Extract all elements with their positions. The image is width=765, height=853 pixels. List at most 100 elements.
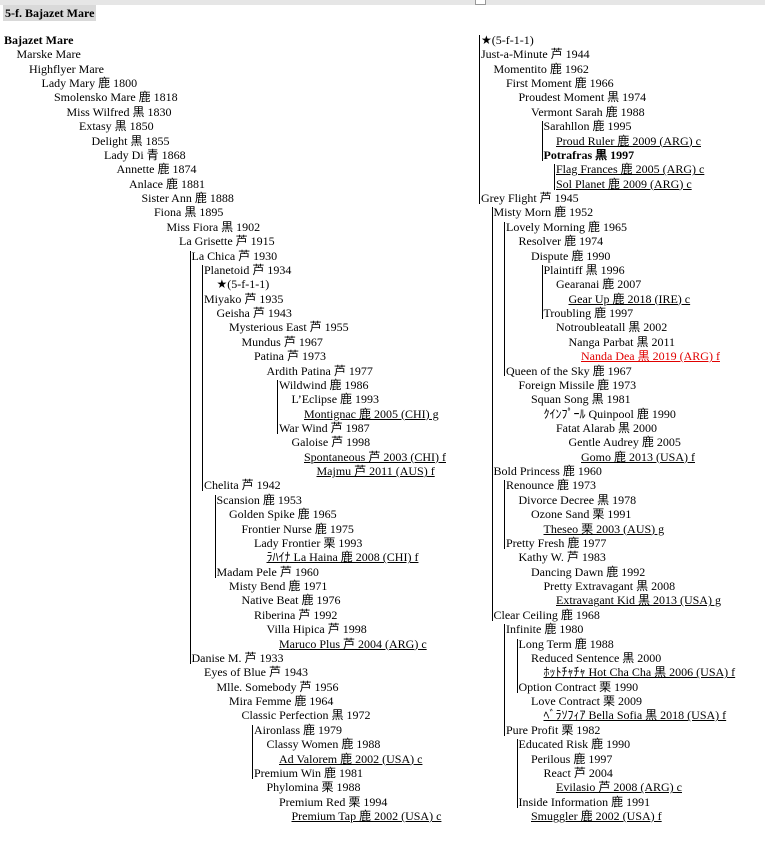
pedigree-entry: Inside Information 鹿 1991 bbox=[518, 794, 651, 809]
pedigree-entry: Mysterious East 芦 1955 bbox=[229, 320, 349, 335]
pedigree-entry: ★(5-f-1-1) bbox=[216, 277, 270, 292]
pedigree-entry: Proudest Moment 黒 1974 bbox=[518, 90, 647, 105]
pedigree-entry: Madam Pele 芦 1960 bbox=[216, 564, 319, 579]
pedigree-entry: Classy Women 鹿 1988 bbox=[266, 737, 381, 752]
pedigree-entry: Pure Profit 栗 1982 bbox=[506, 722, 601, 737]
pedigree-entry: Fiona 黒 1895 bbox=[154, 205, 224, 220]
pedigree-entry: Premium Win 鹿 1981 bbox=[254, 765, 363, 780]
pedigree-entry: Miss Wilfred 黒 1830 bbox=[66, 104, 172, 119]
pedigree-entry: Dispute 鹿 1990 bbox=[531, 248, 611, 263]
pedigree-entry: Queen of the Sky 鹿 1967 bbox=[506, 363, 632, 378]
pedigree-leaf-entry: Montignac 鹿 2005 (CHI) g bbox=[304, 406, 439, 421]
pedigree-entry: Option Contract 栗 1990 bbox=[518, 679, 639, 694]
sibling-bracket-line bbox=[504, 624, 505, 736]
sibling-bracket-line bbox=[491, 207, 493, 621]
pedigree-entry: Clear Ceiling 鹿 1968 bbox=[493, 607, 600, 622]
pedigree-entry: Anlace 鹿 1881 bbox=[129, 176, 205, 191]
pedigree-entry: Pretty Extravagant 黒 2008 bbox=[543, 579, 676, 594]
pedigree-leaf-entry: Maruco Plus 芦 2004 (ARG) c bbox=[279, 636, 427, 651]
pedigree-entry: La Grisette 芦 1915 bbox=[179, 234, 275, 249]
sibling-bracket-line bbox=[479, 35, 480, 205]
pedigree-entry: Sarahllon 鹿 1995 bbox=[543, 119, 632, 134]
pedigree-leaf-entry: Majmu 芦 2011 (AUS) f bbox=[316, 464, 435, 479]
pedigree-entry: Mira Femme 鹿 1964 bbox=[229, 694, 334, 709]
pedigree-entry: Vermont Sarah 鹿 1988 bbox=[531, 104, 645, 119]
sibling-bracket-line bbox=[541, 264, 543, 320]
pedigree-entry: Long Term 鹿 1988 bbox=[518, 636, 614, 651]
pedigree-leaf-entry: Ad Valorem 鹿 2002 (USA) c bbox=[279, 751, 423, 766]
pedigree-entry: Ozone Sand 栗 1991 bbox=[531, 507, 632, 522]
pedigree-entry: Chelita 芦 1942 bbox=[204, 478, 281, 493]
pedigree-entry: Just-a-Minute 芦 1944 bbox=[481, 47, 590, 62]
pedigree-entry: Villa Hipica 芦 1998 bbox=[266, 622, 367, 637]
pedigree-leaf-entry: Proud Ruler 鹿 2009 (ARG) c bbox=[556, 133, 701, 148]
pedigree-entry: Highflyer Mare bbox=[29, 61, 104, 76]
pedigree-entry: Golden Spike 鹿 1965 bbox=[229, 507, 337, 522]
pedigree-entry: Pretty Fresh 鹿 1977 bbox=[506, 535, 607, 550]
pedigree-entry: Extasy 黒 1850 bbox=[79, 119, 154, 134]
pedigree-entry: Frontier Nurse 鹿 1975 bbox=[241, 521, 354, 536]
pedigree-leaf-entry: Sol Planet 鹿 2009 (ARG) c bbox=[556, 176, 692, 191]
pedigree-entry: Renounce 鹿 1973 bbox=[506, 478, 596, 493]
pedigree-entry: Educated Risk 鹿 1990 bbox=[518, 737, 631, 752]
pedigree-entry: War Wind 芦 1987 bbox=[279, 420, 370, 435]
pedigree-entry: Lady Frontier 栗 1993 bbox=[254, 535, 363, 550]
pedigree-leaf-entry: ﾎｯﾄﾁｬﾁｬ Hot Cha Cha 黒 2006 (USA) f bbox=[543, 665, 736, 680]
pedigree-entry: Sister Ann 鹿 1888 bbox=[141, 191, 234, 206]
pedigree-entry: Divorce Decree 黒 1978 bbox=[518, 492, 637, 507]
pedigree-entry: Marske Mare bbox=[16, 47, 81, 62]
pedigree-entry: Planetoid 芦 1934 bbox=[204, 262, 292, 277]
pedigree-entry: L’Eclipse 鹿 1993 bbox=[291, 392, 380, 407]
pedigree-entry: Foreign Missile 鹿 1973 bbox=[518, 377, 637, 392]
pedigree-entry: Gearanai 鹿 2007 bbox=[556, 277, 642, 292]
pedigree-entry: ｸｲﾝﾌﾟｰﾙ Quinpool 鹿 1990 bbox=[543, 406, 676, 421]
pedigree-leaf-entry: ﾍﾞﾗｿﾌｨｱ Bella Sofia 黒 2018 (USA) f bbox=[543, 708, 727, 723]
pedigree-entry: Geisha 芦 1943 bbox=[216, 306, 292, 321]
sibling-bracket-line bbox=[516, 638, 518, 693]
sibling-bracket-line bbox=[252, 724, 253, 779]
pedigree-entry: Lady Di 青 1868 bbox=[104, 147, 186, 162]
pedigree-leaf-entry: Premium Tap 鹿 2002 (USA) c bbox=[291, 808, 442, 823]
pedigree-entry: Mundus 芦 1967 bbox=[241, 334, 323, 349]
pedigree-entry: Perilous 鹿 1997 bbox=[531, 751, 613, 766]
pedigree-entry: Classic Perfection 黒 1972 bbox=[241, 708, 371, 723]
pedigree-entry: Mlle. Somebody 芦 1956 bbox=[216, 679, 339, 694]
sibling-bracket-line bbox=[554, 164, 555, 190]
pedigree-leaf-entry: Theseo 栗 2003 (AUS) g bbox=[543, 521, 665, 536]
pedigree-entry: Smolensko Mare 鹿 1818 bbox=[54, 90, 178, 105]
top-scroll-strip bbox=[0, 0, 765, 5]
pedigree-entry: Lady Mary 鹿 1800 bbox=[41, 76, 138, 91]
pedigree-leaf-entry: ﾗﾊｲﾅ La Haina 鹿 2008 (CHI) f bbox=[266, 550, 419, 565]
pedigree-entry: Notroubleatall 黒 2002 bbox=[556, 320, 668, 335]
pedigree-entry: Nanga Parbat 黒 2011 bbox=[568, 334, 676, 349]
pedigree-entry: Momentito 鹿 1962 bbox=[493, 61, 589, 76]
sibling-bracket-line bbox=[277, 379, 278, 434]
pedigree-entry: ★(5-f-1-1) bbox=[481, 33, 534, 47]
pedigree-leaf-entry: Spontaneous 芦 2003 (CHI) f bbox=[304, 449, 446, 464]
page-marker bbox=[475, 0, 486, 5]
pedigree-entry: Misty Bend 鹿 1971 bbox=[229, 579, 328, 594]
pedigree-entry: Danise M. 芦 1933 bbox=[191, 650, 284, 665]
pedigree-leaf-entry: Smuggler 鹿 2002 (USA) f bbox=[531, 808, 662, 823]
pedigree-entry: Premium Red 栗 1994 bbox=[279, 794, 388, 809]
pedigree-entry: Delight 黒 1855 bbox=[91, 133, 170, 148]
pedigree-entry: Bold Princess 鹿 1960 bbox=[493, 464, 602, 479]
pedigree-entry: Scansion 鹿 1953 bbox=[216, 492, 302, 507]
pedigree-leaf-entry: Evilasio 芦 2008 (ARG) c bbox=[556, 780, 682, 795]
pedigree-entry: Troubling 鹿 1997 bbox=[543, 306, 634, 321]
pedigree-leaf-entry: Gomo 鹿 2013 (USA) f bbox=[581, 449, 695, 464]
pedigree-entry: Miss Fiora 黒 1902 bbox=[166, 219, 261, 234]
pedigree-entry: La Chica 芦 1930 bbox=[191, 248, 278, 263]
pedigree-entry: Misty Morn 鹿 1952 bbox=[493, 205, 594, 220]
pedigree-entry: Lovely Morning 鹿 1965 bbox=[506, 219, 627, 234]
pedigree-leaf-entry: Gear Up 鹿 2018 (IRE) c bbox=[568, 291, 691, 306]
sibling-bracket-line bbox=[504, 480, 505, 549]
pedigree-entry: Bajazet Mare bbox=[4, 33, 74, 47]
pedigree-entry: Galoise 芦 1998 bbox=[291, 435, 371, 450]
pedigree-entry: Fatat Alarab 黒 2000 bbox=[556, 420, 657, 435]
pedigree-entry: Gentle Audrey 鹿 2005 bbox=[568, 435, 681, 450]
pedigree-leaf-entry: Flag Frances 鹿 2005 (ARG) c bbox=[556, 162, 705, 177]
pedigree-entry: Reduced Sentence 黒 2000 bbox=[531, 650, 662, 665]
pedigree-entry: Grey Flight 芦 1945 bbox=[481, 191, 579, 206]
pedigree-entry: Resolver 鹿 1974 bbox=[518, 234, 604, 249]
